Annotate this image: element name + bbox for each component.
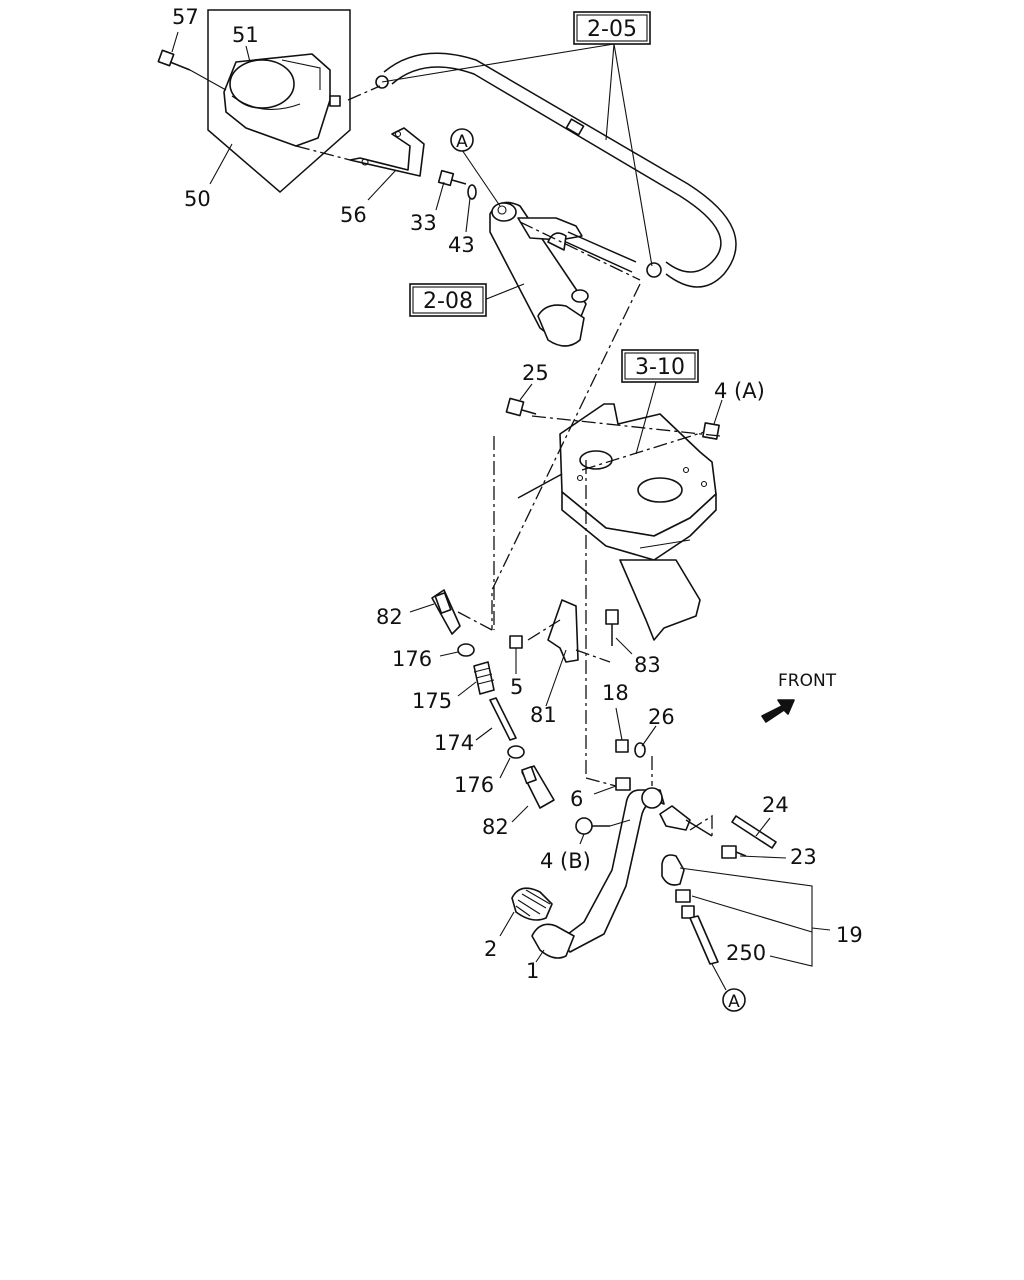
- reference-box-3-10[interactable]: 3-10: [621, 349, 699, 383]
- bolt-83: [605, 609, 619, 646]
- reference-box-2-05[interactable]: 2-05: [573, 11, 651, 45]
- part-label-4a: 4 (A): [714, 379, 765, 403]
- washer-176-upper: [457, 643, 475, 657]
- reference-box-2-08[interactable]: 2-08: [409, 283, 487, 317]
- part-label-82-lower: 82: [482, 815, 509, 839]
- part-label-2: 2: [484, 937, 497, 961]
- svg-text:A: A: [456, 132, 468, 152]
- part-label-175: 175: [412, 689, 452, 713]
- spring-175: [473, 661, 495, 695]
- circle-marker-a-top: A: [450, 128, 474, 152]
- circle-marker-a-bottom: A: [722, 988, 746, 1012]
- bolt-25: [505, 397, 537, 417]
- bolt-33: [437, 169, 467, 187]
- part-label-33: 33: [410, 211, 437, 235]
- nut-19: [675, 889, 691, 903]
- svg-text:A: A: [728, 992, 740, 1012]
- master-cylinder: [489, 201, 637, 347]
- pin-174: [489, 697, 517, 741]
- part-label-18: 18: [602, 681, 629, 705]
- leader-lines: [171, 31, 831, 991]
- routing-lines: [347, 85, 721, 836]
- part-label-1: 1: [526, 959, 539, 983]
- pedal-bracket: [517, 403, 717, 641]
- part-label-83: 83: [634, 653, 661, 677]
- bracket-81: [527, 599, 611, 663]
- part-label-176-upper: 176: [392, 647, 432, 671]
- part-label-174: 174: [434, 731, 474, 755]
- hose-2-05: [375, 52, 737, 288]
- part-label-23: 23: [790, 845, 817, 869]
- nut-4a: [702, 422, 720, 440]
- part-label-81: 81: [530, 703, 557, 727]
- clip-82-upper: [431, 589, 461, 635]
- part-label-5: 5: [510, 675, 523, 699]
- front-arrow-icon: [761, 699, 795, 723]
- part-label-24: 24: [762, 793, 789, 817]
- yoke-19: [661, 854, 685, 886]
- part-label-57: 57: [172, 5, 199, 29]
- rod-250: [681, 905, 719, 965]
- pedal-arm: [531, 787, 665, 959]
- part-label-6: 6: [570, 787, 583, 811]
- part-label-82-upper: 82: [376, 605, 403, 629]
- part-labels: 57 51 50 56 33 43 25 4 (A) 82 176 175 17…: [172, 5, 863, 983]
- pin-24: [731, 815, 777, 849]
- pedal-pad-2: [511, 887, 553, 921]
- bushing-6: [615, 777, 631, 791]
- reservoir-group: [157, 9, 351, 193]
- part-label-176-lower: 176: [454, 773, 494, 797]
- washer-43: [467, 184, 477, 200]
- part-label-26: 26: [648, 705, 675, 729]
- reference-label: 2-05: [587, 17, 637, 42]
- part-label-56: 56: [340, 203, 367, 227]
- reference-label: 3-10: [635, 355, 685, 380]
- part-label-43: 43: [448, 233, 475, 257]
- clevis: [659, 805, 713, 837]
- part-label-250: 250: [726, 941, 766, 965]
- nut-18: [615, 739, 629, 753]
- bolt-23: [721, 845, 747, 859]
- bracket-56: [295, 127, 425, 177]
- front-label: FRONT: [778, 671, 837, 691]
- bolt-5: [509, 635, 523, 649]
- washer-176-lower: [507, 745, 525, 759]
- part-label-25: 25: [522, 361, 549, 385]
- part-label-4b: 4 (B): [540, 849, 591, 873]
- reference-label: 2-08: [423, 289, 473, 314]
- part-label-19: 19: [836, 923, 863, 947]
- part-label-51: 51: [232, 23, 259, 47]
- washer-26: [634, 742, 646, 758]
- clip-82-lower: [521, 765, 555, 809]
- part-label-50: 50: [184, 187, 211, 211]
